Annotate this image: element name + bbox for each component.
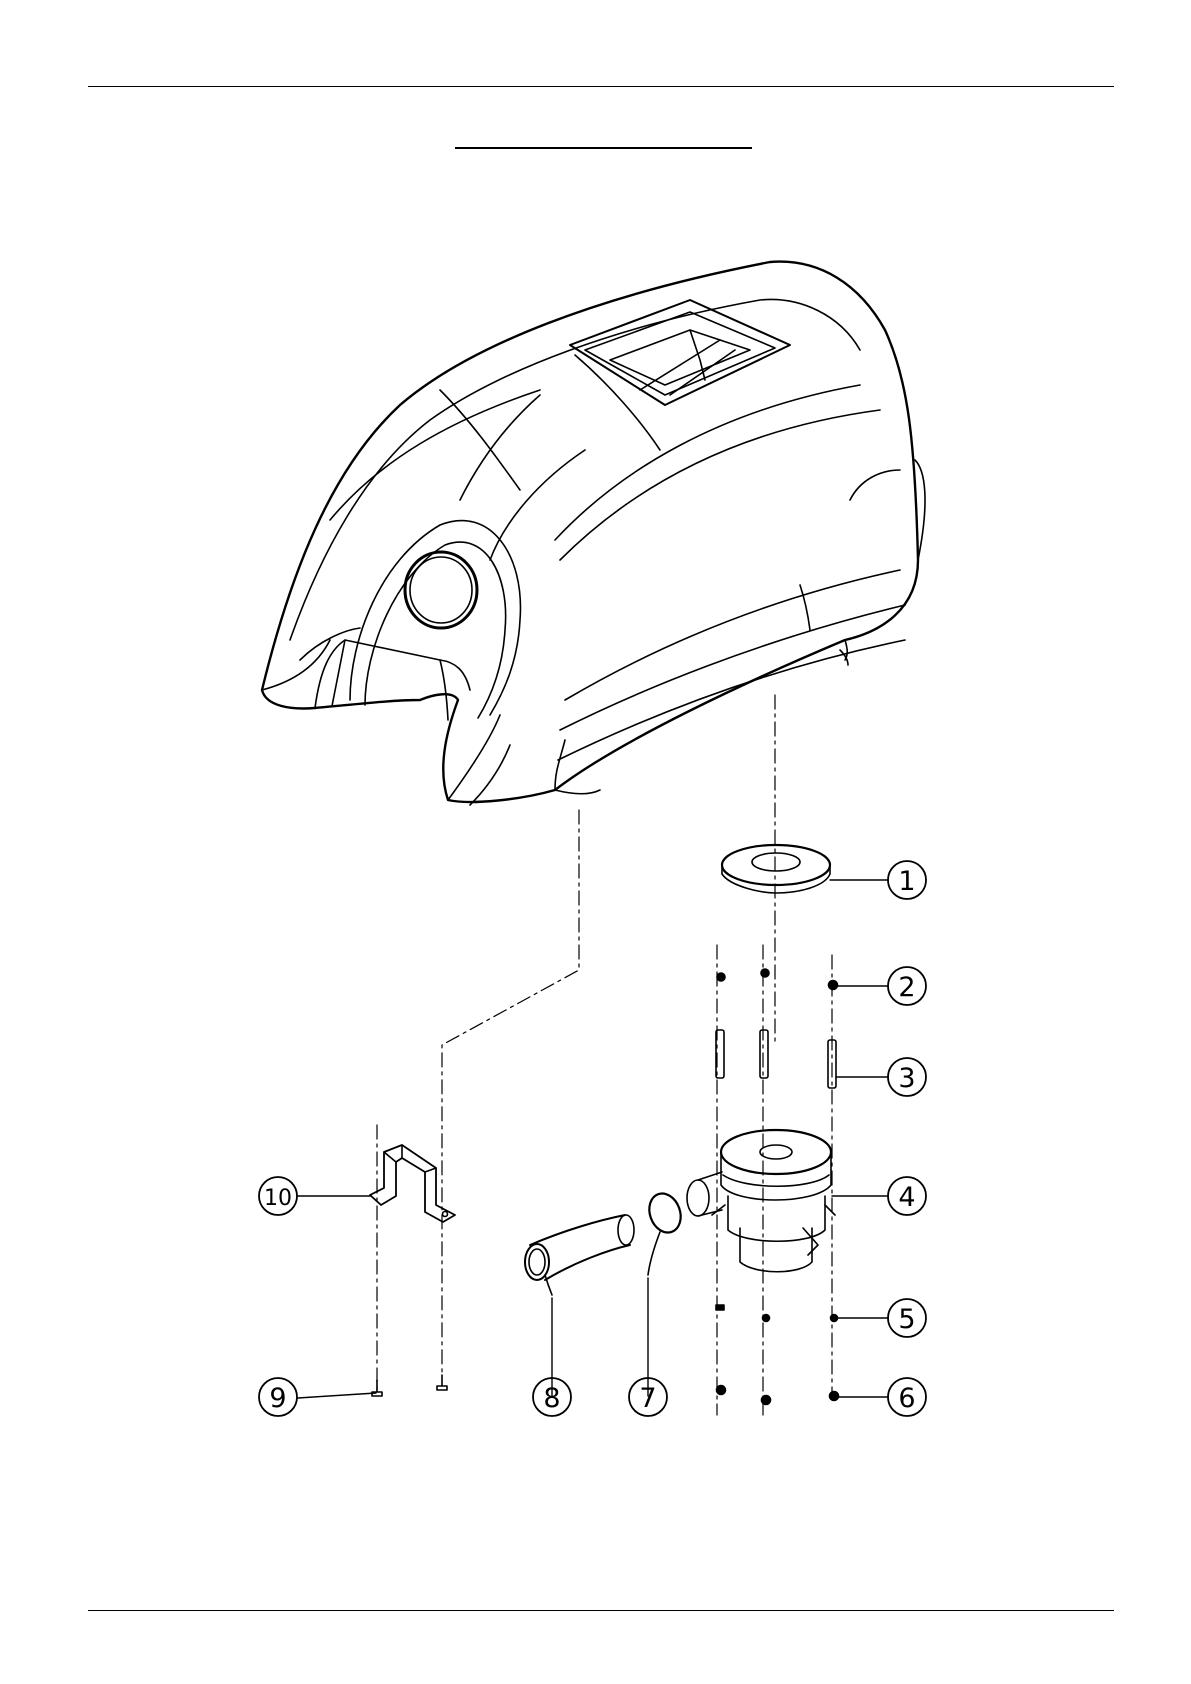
callout-7: 7 [629, 1378, 667, 1416]
part-8-hose [525, 1215, 634, 1295]
callout-7-label: 7 [639, 1383, 656, 1414]
callout-2-label: 2 [898, 972, 915, 1003]
assembly-center-lines [377, 695, 832, 1415]
callout-10: 10 [259, 1177, 297, 1215]
callout-2: 2 [888, 967, 926, 1005]
part-7-clamp [644, 1189, 686, 1275]
callout-4: 4 [888, 1177, 926, 1215]
callout-3: 3 [888, 1058, 926, 1096]
callout-9-label: 9 [269, 1383, 286, 1414]
hood-cover [262, 262, 925, 805]
part-10-bracket [370, 1145, 455, 1222]
part-1-gasket-ring [722, 845, 830, 893]
callout-10-label: 10 [264, 1186, 292, 1211]
callout-8: 8 [533, 1378, 571, 1416]
callouts: 1 2 3 4 5 6 7 8 9 10 [259, 861, 926, 1416]
part-4-motor [687, 1130, 835, 1272]
callout-9: 9 [259, 1378, 297, 1416]
leader-lines [298, 880, 888, 1398]
callout-1: 1 [888, 861, 926, 899]
callout-5-label: 5 [898, 1304, 915, 1335]
callout-6-label: 6 [898, 1383, 915, 1414]
callout-8-label: 8 [543, 1383, 560, 1414]
callout-4-label: 4 [898, 1182, 915, 1213]
callout-6: 6 [888, 1378, 926, 1416]
callout-5: 5 [888, 1299, 926, 1337]
callout-1-label: 1 [898, 866, 915, 897]
callout-3-label: 3 [898, 1063, 915, 1094]
part-9-screws [372, 1375, 447, 1396]
